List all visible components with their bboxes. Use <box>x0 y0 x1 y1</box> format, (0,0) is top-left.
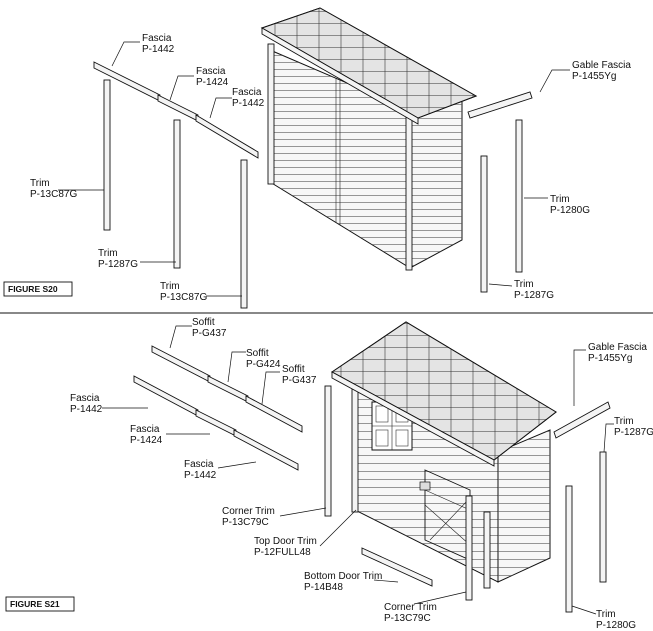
figure-s20: Fascia P-1442 Fascia P-1424 Fascia P-144… <box>3 7 634 309</box>
s20-trim-bottom-right <box>480 155 488 293</box>
s20-trimmid-code: P-1287G <box>98 259 138 270</box>
s20-trim-left <box>103 79 111 231</box>
s20-label-gable-fascia: Gable Fascia P-1455Yg <box>572 60 634 82</box>
s20-trimright-name: Trim <box>550 194 570 205</box>
s20-gable-fascia <box>467 91 533 119</box>
s20-fascia2-code: P-1424 <box>196 77 229 88</box>
s20-label-trim-front: Trim P-13C87G <box>160 281 207 303</box>
s21-fascia3-code: P-1442 <box>184 470 217 481</box>
s21-fascia1-name: Fascia <box>70 393 100 404</box>
s20-trimbr-code: P-1287G <box>514 290 554 301</box>
s21-soffit1-code: P-G437 <box>192 328 227 339</box>
s20-label-fascia-3: Fascia P-1442 <box>232 87 265 109</box>
s21-soffit-437-a <box>151 345 211 383</box>
s21-label-trim-bottom-right: Trim P-1280G <box>596 609 636 631</box>
s20-label-trim-right: Trim P-1280G <box>550 194 590 216</box>
s21-label-trim-right: Trim P-1287G <box>614 416 653 438</box>
s21-fascia2-code: P-1424 <box>130 435 163 446</box>
s20-trimleft-name: Trim <box>30 178 50 189</box>
s21-label-soffit-3: Soffit P-G437 <box>282 364 317 386</box>
s21-bottomdoor-name: Bottom Door Trim <box>304 571 382 582</box>
s20-fascia3-code: P-1442 <box>232 98 265 109</box>
s20-trim-front <box>240 159 248 309</box>
s21-label-bottom-door-trim: Bottom Door Trim P-14B48 <box>304 571 385 593</box>
s20-label-trim-mid: Trim P-1287G <box>98 248 138 270</box>
s21-trimright-code: P-1287G <box>614 427 653 438</box>
s21-corner-trim-bottom <box>465 495 473 601</box>
shed-s20 <box>260 7 478 271</box>
s21-fascia1-code: P-1442 <box>70 404 103 415</box>
s21-label-soffit-1: Soffit P-G437 <box>192 317 227 339</box>
s21-top-door-trim <box>483 511 491 589</box>
s21-figure-box <box>5 596 75 612</box>
s20-fascia-1424 <box>157 94 199 122</box>
s20-gable-name: Gable Fascia <box>572 60 631 71</box>
s20-trimmid-name: Trim <box>98 248 118 259</box>
s21-cornerbottom-code: P-13C79C <box>384 613 431 624</box>
s21-gable-fascia <box>553 401 611 439</box>
s20-trim-mid <box>173 119 181 269</box>
s20-trimright-code: P-1280G <box>550 205 590 216</box>
s20-trimfront-code: P-13C87G <box>160 292 207 303</box>
s21-topdoor-name: Top Door Trim <box>254 536 317 547</box>
s20-fascia2-name: Fascia <box>196 66 226 77</box>
s21-gable-code: P-1455Yg <box>588 353 632 364</box>
s20-trimfront-name: Trim <box>160 281 180 292</box>
s21-soffit1-name: Soffit <box>192 317 215 328</box>
s20-fascia-1442-b <box>195 114 259 159</box>
s21-soffit2-name: Soffit <box>246 348 269 359</box>
s20-gable-code: P-1455Yg <box>572 71 616 82</box>
s20-figure-title: FIGURE S20 <box>8 284 58 294</box>
s21-corner-trim-left <box>324 385 332 517</box>
s21-label-gable-fascia: Gable Fascia P-1455Yg <box>588 342 650 364</box>
s20-fascia1-code: P-1442 <box>142 44 175 55</box>
s21-trimbr-code: P-1280G <box>596 620 636 631</box>
s21-soffit2-code: P-G424 <box>246 359 281 370</box>
s21-label-top-door-trim: Top Door Trim P-12FULL48 <box>254 536 320 558</box>
s20-trim-right <box>515 119 523 273</box>
s21-fascia-1442-a <box>133 375 199 417</box>
s21-label-fascia-1: Fascia P-1442 <box>70 393 103 415</box>
s20-label-fascia-2: Fascia P-1424 <box>196 66 229 88</box>
s21-label-corner-trim-bottom: Corner Trim P-13C79C <box>384 602 440 624</box>
s21-soffit3-name: Soffit <box>282 364 305 375</box>
shed-s21 <box>331 321 557 583</box>
s20-trimbr-name: Trim <box>514 279 534 290</box>
s21-figure-title: FIGURE S21 <box>10 599 60 609</box>
s21-trim-right <box>599 451 607 583</box>
s21-fascia-1424 <box>195 409 237 437</box>
s21-gable-name: Gable Fascia <box>588 342 647 353</box>
s21-cornerleft-code: P-13C79C <box>222 517 269 528</box>
s20-label-trim-bottom-right: Trim P-1287G <box>514 279 554 301</box>
figure-s21: Soffit P-G437 Soffit P-G424 Soffit P-G43… <box>5 317 653 631</box>
s21-bottom-door-trim <box>361 547 433 587</box>
s20-label-trim-left: Trim P-13C87G <box>30 178 77 200</box>
s21-cornerleft-name: Corner Trim <box>222 506 275 517</box>
s21-fascia3-name: Fascia <box>184 459 214 470</box>
s20-fascia1-name: Fascia <box>142 33 172 44</box>
s21-cornerbottom-name: Corner Trim <box>384 602 437 613</box>
s20-fascia3-name: Fascia <box>232 87 262 98</box>
s21-label-soffit-2: Soffit P-G424 <box>246 348 281 370</box>
s21-trimbr-name: Trim <box>596 609 616 620</box>
s21-soffit-437-b <box>245 395 303 433</box>
s21-bottomdoor-code: P-14B48 <box>304 582 343 593</box>
s21-label-corner-trim-left: Corner Trim P-13C79C <box>222 506 278 528</box>
s20-label-fascia-1: Fascia P-1442 <box>142 33 175 55</box>
s20-figure-box <box>3 281 73 297</box>
s21-label-fascia-3: Fascia P-1442 <box>184 459 217 481</box>
s21-soffit3-code: P-G437 <box>282 375 317 386</box>
s21-trimright-name: Trim <box>614 416 634 427</box>
s21-label-fascia-2: Fascia P-1424 <box>130 424 163 446</box>
s20-trimleft-code: P-13C87G <box>30 189 77 200</box>
s21-fascia2-name: Fascia <box>130 424 160 435</box>
s21-trim-bottom-right <box>565 485 573 613</box>
s21-fascia-1442-b <box>233 429 299 471</box>
s21-topdoor-code: P-12FULL48 <box>254 547 311 558</box>
